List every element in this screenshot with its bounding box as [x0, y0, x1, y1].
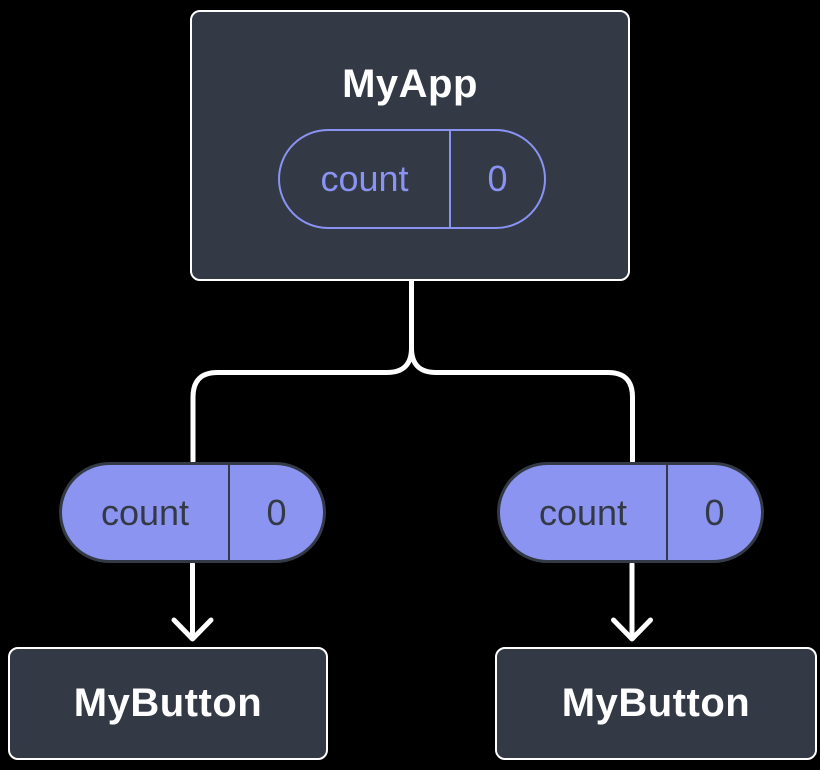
node-mybutton-right-title: MyButton [561, 681, 751, 725]
node-mybutton-left: MyButton [8, 647, 328, 760]
node-myapp: MyApp count 0 [190, 10, 630, 281]
state-name: count [100, 491, 190, 533]
node-mybutton-left-title: MyButton [73, 681, 263, 725]
arrow-left [171, 561, 214, 642]
state-name: count [538, 491, 628, 533]
state-value: 0 [228, 465, 323, 560]
branch-left-line [190, 278, 414, 464]
arrow-left-head [171, 617, 214, 642]
state-value: 0 [666, 465, 761, 560]
state-pill-myapp: count 0 [278, 129, 546, 229]
node-mybutton-right: MyButton [495, 647, 817, 760]
node-myapp-title: MyApp [342, 62, 478, 106]
arrow-right [611, 561, 653, 642]
state-value: 0 [449, 131, 544, 227]
arrow-right-head [611, 617, 653, 642]
state-pill-right: count 0 [497, 462, 764, 563]
state-name: count [320, 158, 409, 199]
state-pill-left: count 0 [59, 462, 326, 563]
branch-right-line [409, 278, 635, 464]
